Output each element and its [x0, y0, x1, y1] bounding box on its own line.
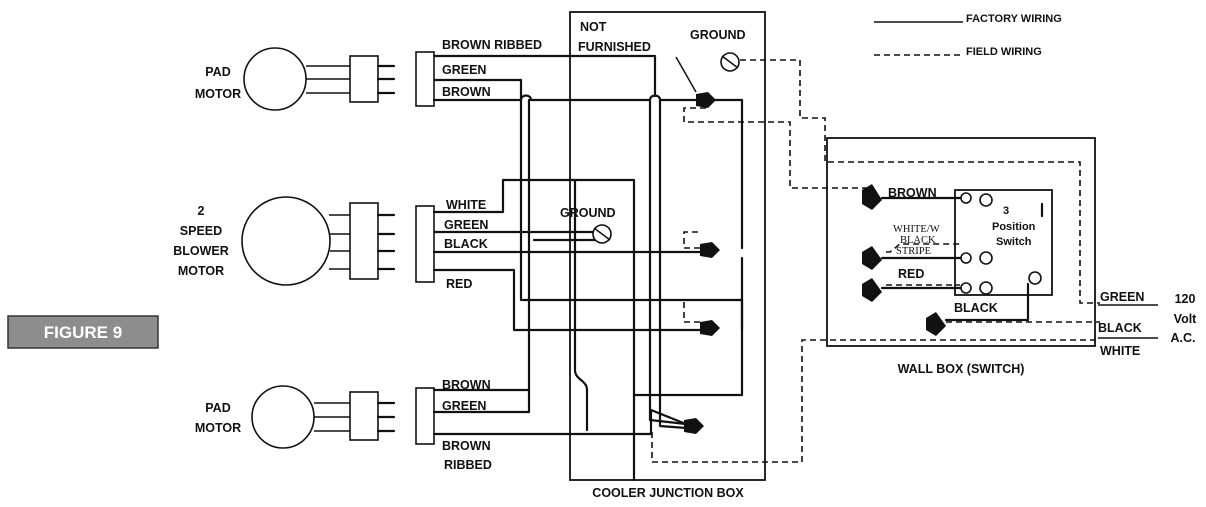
wire-white-blower	[432, 178, 636, 482]
wire-brown-ribbed-top	[432, 54, 657, 98]
wire-brown-top	[432, 94, 704, 102]
label-ground-top: GROUND	[690, 28, 746, 42]
ground-mid-icon	[592, 224, 612, 244]
label-brown-ribbed-top: BROWN RIBBED	[442, 38, 542, 52]
pad-motor-bottom-plug	[349, 391, 379, 441]
pad-motor-top-circle	[243, 47, 307, 111]
ground-top-icon	[720, 52, 740, 72]
field-wiring	[651, 59, 1100, 463]
blower-motor-label-3: BLOWER	[173, 244, 229, 258]
pad-motor-top-label-2: MOTOR	[195, 87, 241, 101]
connectors	[684, 92, 946, 434]
label-switch-3: Switch	[996, 236, 1032, 248]
label-red-blower: RED	[446, 277, 472, 291]
switch-internals	[880, 192, 1044, 322]
label-supply-ac: A.C.	[1171, 331, 1196, 345]
label-switch-2: Position	[992, 221, 1036, 233]
label-supply-green: GREEN	[1100, 290, 1144, 304]
switch-dial-1	[979, 193, 993, 207]
switch-terminal-3	[960, 282, 972, 294]
switch-connector-brown	[862, 184, 882, 210]
pad-motor-bottom-circle	[251, 385, 315, 449]
connector-top	[696, 92, 716, 108]
figure-label-text: FIGURE 9	[44, 323, 122, 342]
pad-motor-bottom-label-2: MOTOR	[195, 421, 241, 435]
label-supply-white: WHITE	[1100, 344, 1140, 358]
label-switch-1: 3	[1003, 205, 1009, 217]
legend-factory-label: FACTORY WIRING	[966, 13, 1062, 25]
label-white-blower: WHITE	[446, 198, 486, 212]
switch-common-terminal	[1028, 271, 1042, 285]
figure-label-box	[7, 315, 159, 349]
label-brown-bottom: BROWN	[442, 378, 491, 392]
pad-motor-top-label-1: PAD	[205, 65, 230, 79]
label-brown-ribbed-bottom-1: BROWN	[442, 439, 491, 453]
label-ground-mid: GROUND	[560, 206, 616, 220]
switch-terminal-1	[960, 192, 972, 204]
junction-box-label: COOLER JUNCTION BOX	[592, 486, 744, 500]
blower-motor-label-4: MOTOR	[178, 264, 224, 278]
pad-motor-bottom-receptacle	[415, 387, 435, 445]
label-switch-red: RED	[898, 267, 924, 281]
blower-motor: 2 SPEED BLOWER MOTOR	[173, 196, 435, 286]
label-switch-white-3: STRIPE	[896, 246, 931, 257]
connector-red	[700, 320, 720, 336]
figure-label: FIGURE 9	[7, 315, 159, 349]
wire-green-bottom	[432, 388, 531, 414]
blower-motor-label-1: 2	[198, 204, 205, 218]
not-furnished-arrow	[675, 56, 697, 93]
label-supply-120: 120	[1175, 292, 1196, 306]
label-supply-black: BLACK	[1098, 321, 1142, 335]
label-black-blower: BLACK	[444, 237, 488, 251]
label-green-top: GREEN	[442, 63, 486, 77]
wall-box-label: WALL BOX (SWITCH)	[898, 362, 1025, 376]
label-switch-brown: BROWN	[888, 186, 937, 200]
switch-black-wire	[944, 282, 1030, 322]
label-green-blower: GREEN	[444, 218, 488, 232]
label-brown-ribbed-bottom-2: RIBBED	[444, 458, 492, 472]
blower-motor-receptacle	[415, 205, 435, 283]
pad-motor-top-plug	[349, 55, 379, 103]
blower-motor-plug	[349, 202, 379, 280]
switch-terminal-2	[960, 252, 972, 264]
wire-red-blower	[432, 268, 704, 332]
cooler-junction-box	[569, 11, 766, 481]
pad-motor-top-receptacle	[415, 51, 435, 107]
switch-dial-2	[979, 251, 993, 265]
label-not: NOT	[580, 20, 607, 34]
connector-bottom	[684, 418, 704, 434]
switch-connector-red	[862, 278, 882, 302]
switch-dial-3	[979, 281, 993, 295]
label-green-bottom: GREEN	[442, 399, 486, 413]
pad-motor-bottom-label-1: PAD	[205, 401, 230, 415]
switch-connector-black	[926, 312, 946, 336]
label-brown-top: BROWN	[442, 85, 491, 99]
pad-motor-top: PAD MOTOR	[195, 47, 435, 111]
label-supply-volt: Volt	[1174, 312, 1198, 326]
wall-box	[826, 137, 1096, 347]
blower-motor-label-2: SPEED	[180, 224, 222, 238]
label-furnished: FURNISHED	[578, 40, 651, 54]
wire-brown-ribbed-bottom	[432, 408, 688, 436]
connector-mid	[700, 242, 720, 258]
legend-field-label: FIELD WIRING	[966, 46, 1042, 58]
label-switch-white-2: BLACK	[900, 235, 936, 246]
label-switch-black: BLACK	[954, 301, 998, 315]
switch-connector-white	[862, 246, 882, 270]
legend: FACTORY WIRING FIELD WIRING	[874, 13, 1062, 58]
pad-motor-bottom: PAD MOTOR	[195, 385, 435, 449]
label-switch-white-1: WHITE/W	[893, 224, 940, 235]
blower-motor-circle	[241, 196, 331, 286]
factory-wiring	[432, 54, 744, 482]
switch-body	[954, 189, 1053, 296]
